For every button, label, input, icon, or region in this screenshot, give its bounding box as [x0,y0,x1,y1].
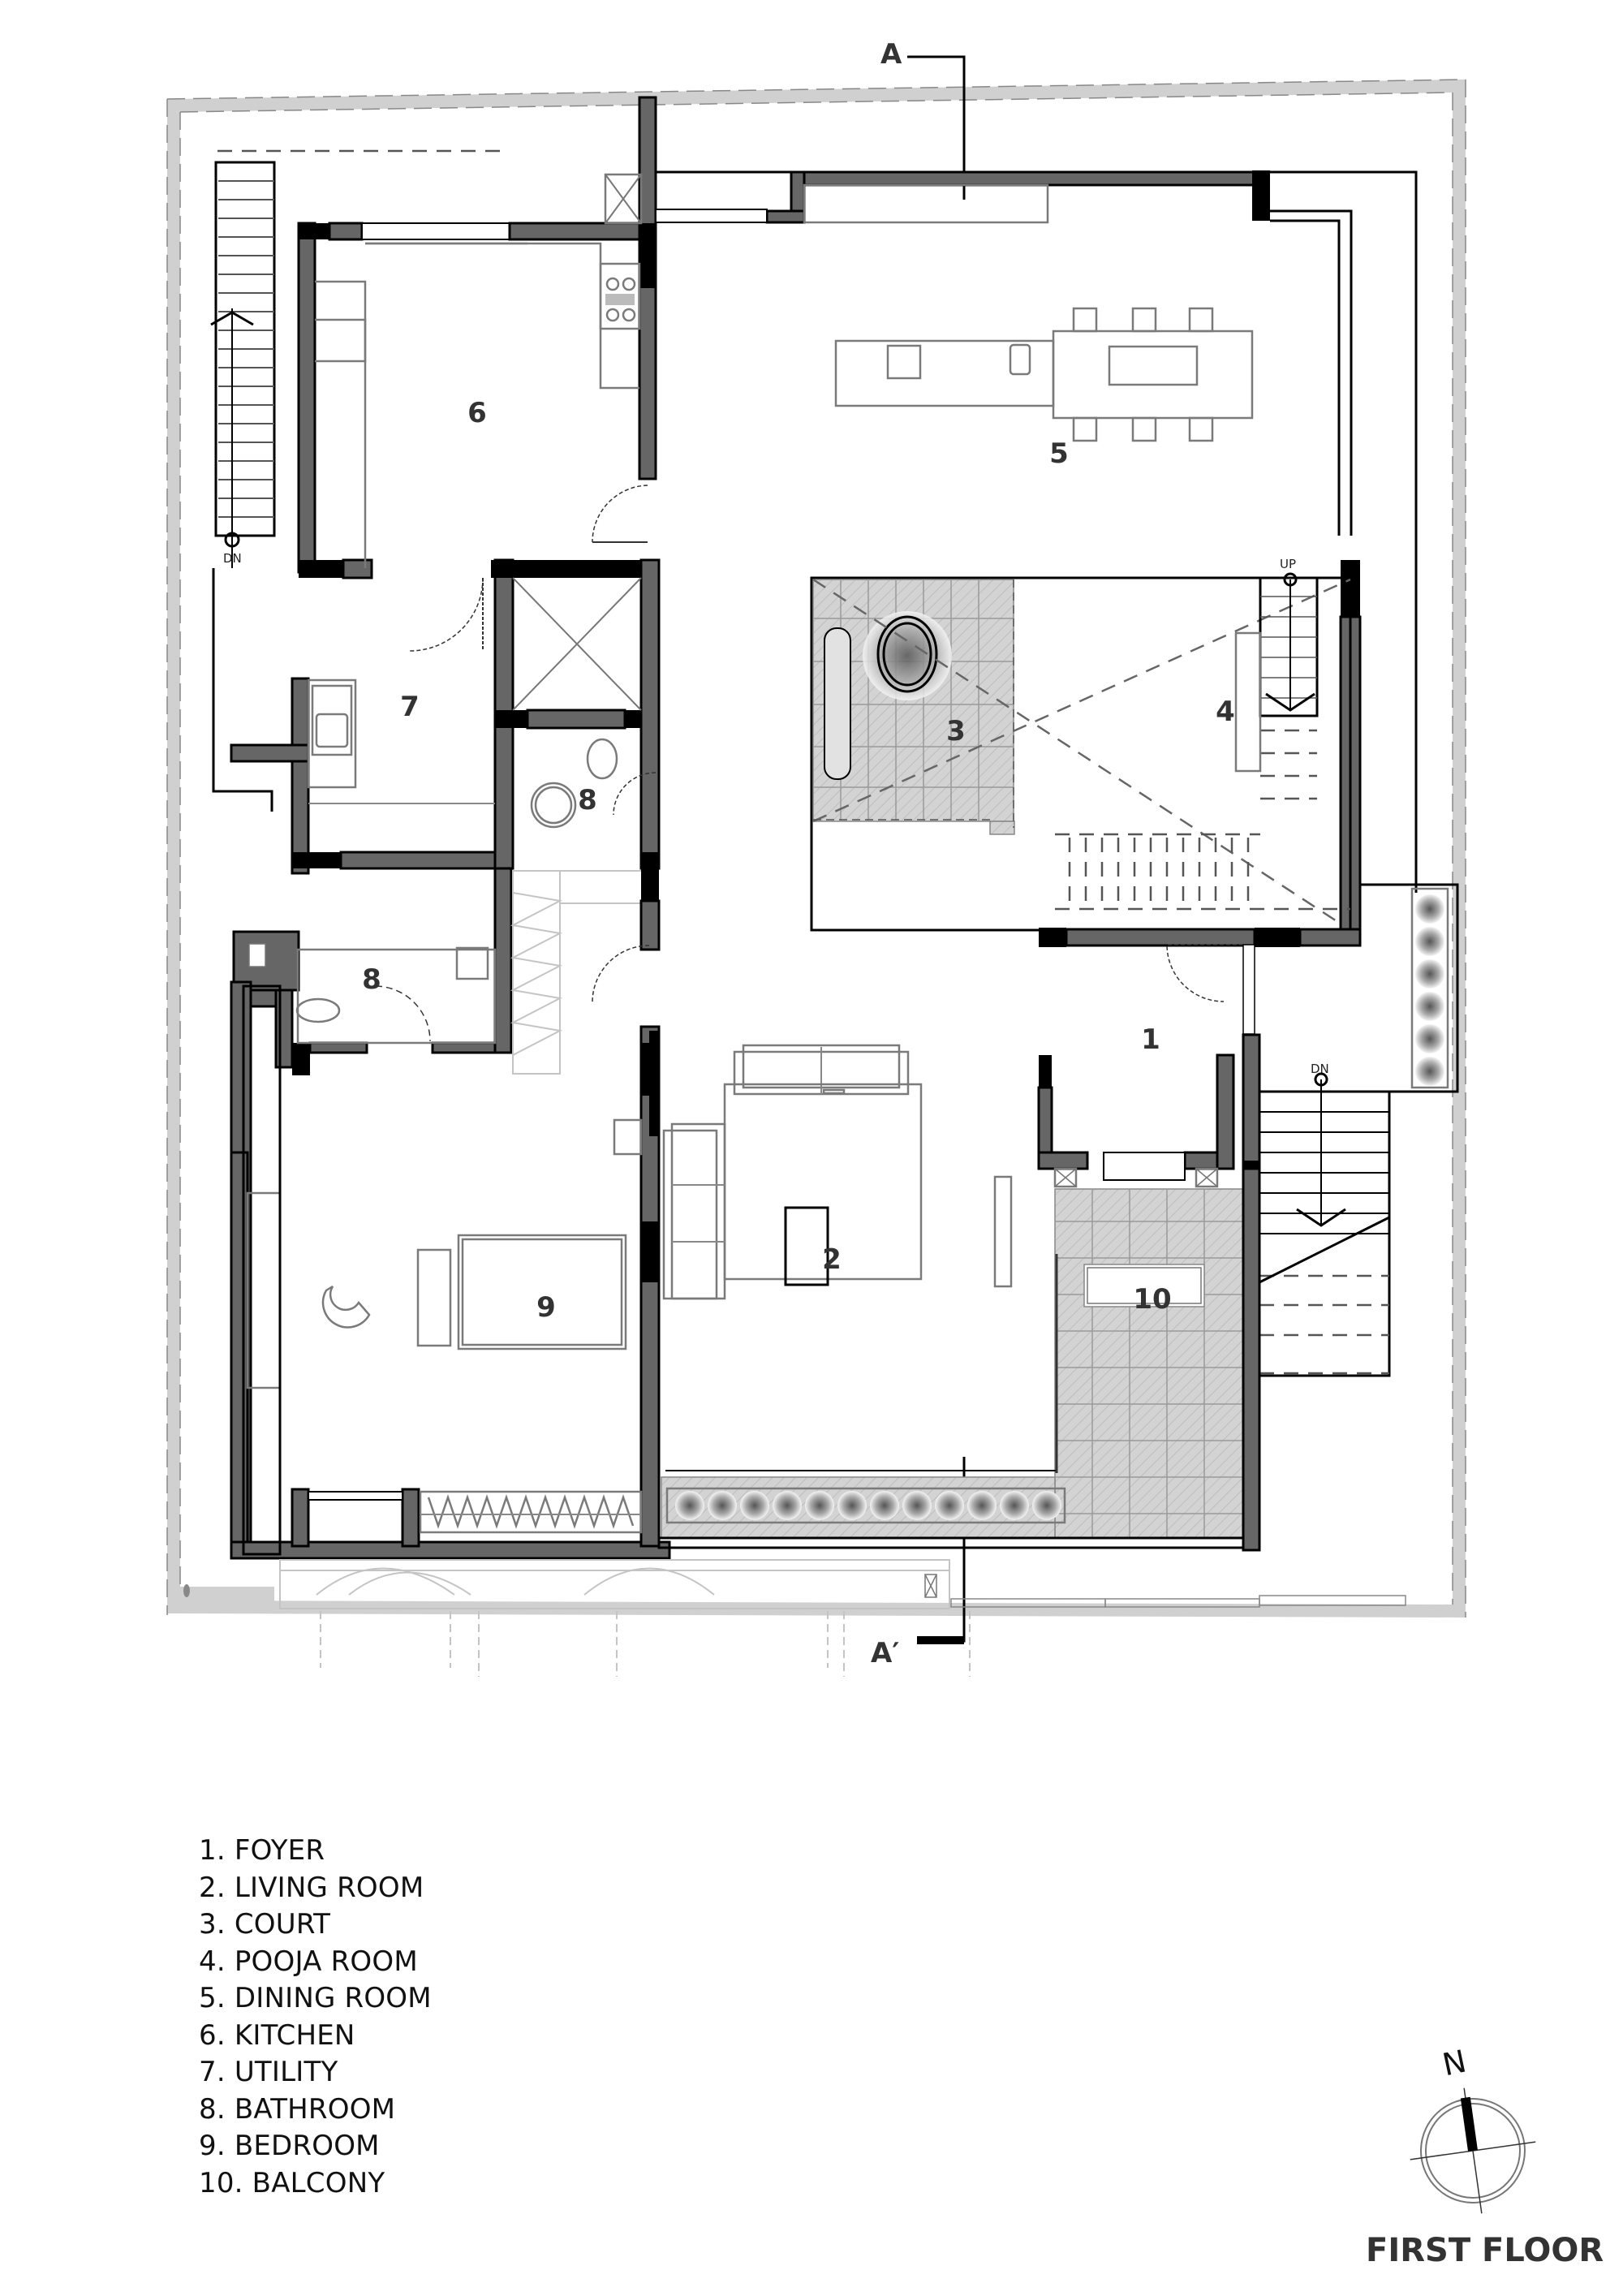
drawing-title: FIRST FLOOR [1366,2232,1604,2269]
legend-item: 9. BEDROOM [199,2130,380,2162]
section-mark-top: A [880,38,902,71]
legend-item: 3. COURT [199,1908,331,1941]
north-arrow-icon [1410,2087,1536,2214]
dining-island [834,307,1254,442]
legend-item: 8. BATHROOM [199,2092,396,2126]
legend-item: 4. POOJA ROOM [199,1945,418,1978]
stair-dn-label-right: DN [1311,1062,1329,1076]
room-tag-pooja-room: 4 [1216,696,1235,728]
court-area [810,576,1352,932]
room-tag-dining-room: 5 [1049,437,1069,470]
room-tag-kitchen: 6 [467,397,487,429]
legend-item: 2. LIVING ROOM [199,1871,424,1904]
room-tag-foyer: 1 [1141,1023,1160,1056]
corridor-wardrobe [510,852,661,1075]
utility-walls [230,558,661,875]
bathroom-upper [530,738,657,829]
room-tag-bathroom-upper: 8 [578,784,597,816]
room-tag-balcony: 10 [1133,1283,1171,1316]
legend-item: 6. KITCHEN [199,2018,355,2052]
plot-boundary [166,79,1466,1618]
dining-walls [655,170,1418,939]
kitchen-door [592,485,648,543]
porch-pergola [177,1559,1406,1677]
left-stair: DN [210,149,510,812]
section-line-bottom: A′ [871,1457,966,1669]
room-legend: 1. FOYER 2. LIVING ROOM 3. COURT 4. POOJ… [199,1833,432,2202]
legend-item: 5. DINING ROOM [199,1982,432,2014]
room-tag-court: 3 [946,715,966,747]
legend-item: 10. BALCONY [199,2166,385,2199]
right-stair: DN [1258,1062,1391,1377]
living-room [649,1031,923,1300]
room-tags: 1 2 3 4 5 6 7 8 8 9 10 [362,397,1235,1324]
bedroom-walls [230,984,671,1560]
right-planter [1360,883,1459,1093]
legend-item: 1. FOYER [199,1834,325,1867]
kitchen-counter [315,242,641,568]
room-tag-bedroom: 9 [536,1291,556,1324]
room-tag-utility: 7 [400,691,420,723]
kitchen-walls [297,96,657,579]
room-tag-living-room: 2 [822,1243,842,1276]
stair-up-label: UP [1280,557,1296,571]
stair-dn-label-left: DN [223,551,242,566]
legend-item: 7. UTILITY [199,2056,338,2088]
pooja-stair: UP [1039,557,1362,947]
room-tag-bathroom-lower: 8 [362,963,381,996]
section-line-top: A [880,38,966,200]
section-mark-bottom: A′ [871,1637,899,1669]
balcony-floor [657,1167,1261,1552]
